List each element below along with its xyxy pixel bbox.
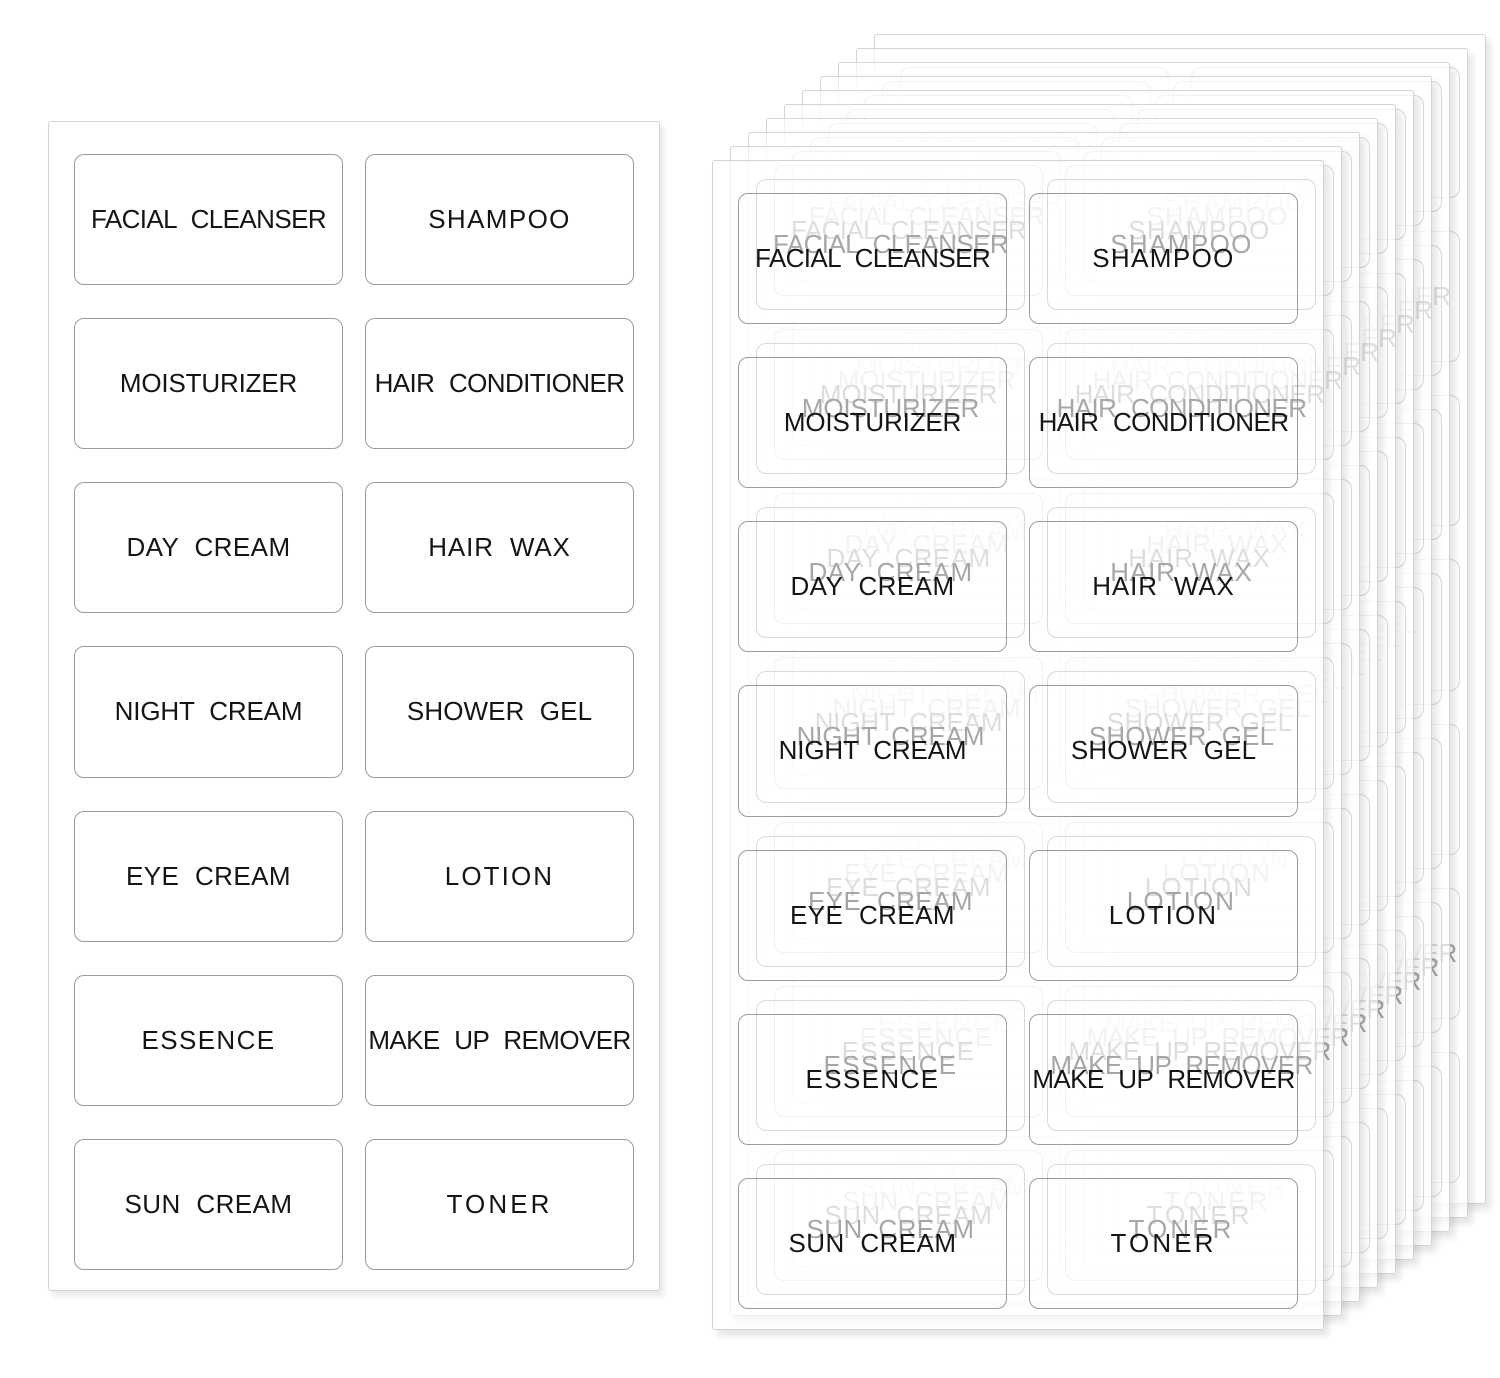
- label-text: LOTION: [1108, 899, 1219, 930]
- label-sheet: FACIAL CLEANSER SHAMPOO MOISTURIZER HAIR CO…: [48, 121, 660, 1291]
- label-text: MAKE UP REMOVER: [1032, 1063, 1295, 1094]
- label-sticker: NIGHT CREAM: [74, 646, 343, 778]
- label-sticker: FACIAL CLEANSER: [74, 154, 343, 286]
- label-sticker: SUN CREAM: [74, 1138, 343, 1270]
- label-sticker: ESSENCE: [74, 974, 343, 1106]
- label-text: LOTION: [444, 860, 555, 891]
- label-sticker: EYE CREAM: [74, 810, 343, 942]
- label-text: NIGHT CREAM: [778, 735, 967, 766]
- label-text: DAY CREAM: [126, 532, 291, 563]
- label-text: MAKE UP REMOVER: [368, 1024, 631, 1055]
- label-text: NIGHT CREAM: [114, 696, 303, 727]
- label-text: SHOWER GEL: [406, 696, 593, 727]
- label-sticker: EYE CREAM: [738, 849, 1007, 981]
- label-sticker: TONER: [365, 1138, 634, 1270]
- label-text: SHAMPOO: [1092, 243, 1235, 274]
- label-text: DAY CREAM: [790, 571, 955, 602]
- label-text: FACIAL CLEANSER: [754, 243, 991, 274]
- label-text: MOISTURIZER: [119, 368, 298, 399]
- label-sticker: SUN CREAM: [738, 1177, 1007, 1309]
- label-text: FACIAL CLEANSER: [90, 204, 327, 235]
- label-sticker: HAIR CONDITIONER: [1029, 357, 1298, 489]
- label-sticker: ESSENCE: [738, 1013, 1007, 1145]
- label-text: MOISTURIZER: [783, 407, 962, 438]
- label-sticker: MOISTURIZER: [738, 357, 1007, 489]
- label-sticker: SHAMPOO: [1029, 193, 1298, 325]
- label-sticker: HAIR WAX: [365, 482, 634, 614]
- label-text: TONER: [1110, 1227, 1217, 1258]
- label-sticker: FACIAL CLEANSER: [738, 193, 1007, 325]
- label-text: HAIR WAX: [1092, 571, 1235, 602]
- label-text: HAIR CONDITIONER: [374, 368, 625, 399]
- label-sticker: SHOWER GEL: [1029, 685, 1298, 817]
- label-text: HAIR CONDITIONER: [1038, 407, 1289, 438]
- label-text: TONER: [446, 1188, 553, 1219]
- label-sticker: MAKE UP REMOVER: [1029, 1013, 1298, 1145]
- label-sticker: SHAMPOO: [365, 154, 634, 286]
- label-text: SUN CREAM: [124, 1188, 293, 1219]
- label-text: ESSENCE: [141, 1024, 276, 1055]
- label-sheet: FACIAL CLEANSER SHAMPOO MOISTURIZER HAIR CO…: [712, 160, 1324, 1330]
- label-text: HAIR WAX: [428, 532, 571, 563]
- label-sticker: LOTION: [1029, 849, 1298, 981]
- label-sticker: SHOWER GEL: [365, 646, 634, 778]
- label-text: ESSENCE: [805, 1063, 940, 1094]
- label-sticker: HAIR CONDITIONER: [365, 318, 634, 450]
- label-text: SHAMPOO: [428, 204, 571, 235]
- label-sticker: MAKE UP REMOVER: [365, 974, 634, 1106]
- label-sticker: DAY CREAM: [74, 482, 343, 614]
- label-sticker: TONER: [1029, 1177, 1298, 1309]
- label-text: SHOWER GEL: [1070, 735, 1257, 766]
- label-text: SUN CREAM: [788, 1227, 957, 1258]
- label-sticker: MOISTURIZER: [74, 318, 343, 450]
- label-text: EYE CREAM: [125, 860, 292, 891]
- label-sticker: LOTION: [365, 810, 634, 942]
- label-sticker: NIGHT CREAM: [738, 685, 1007, 817]
- label-sticker: HAIR WAX: [1029, 521, 1298, 653]
- label-text: EYE CREAM: [789, 899, 956, 930]
- label-sticker: DAY CREAM: [738, 521, 1007, 653]
